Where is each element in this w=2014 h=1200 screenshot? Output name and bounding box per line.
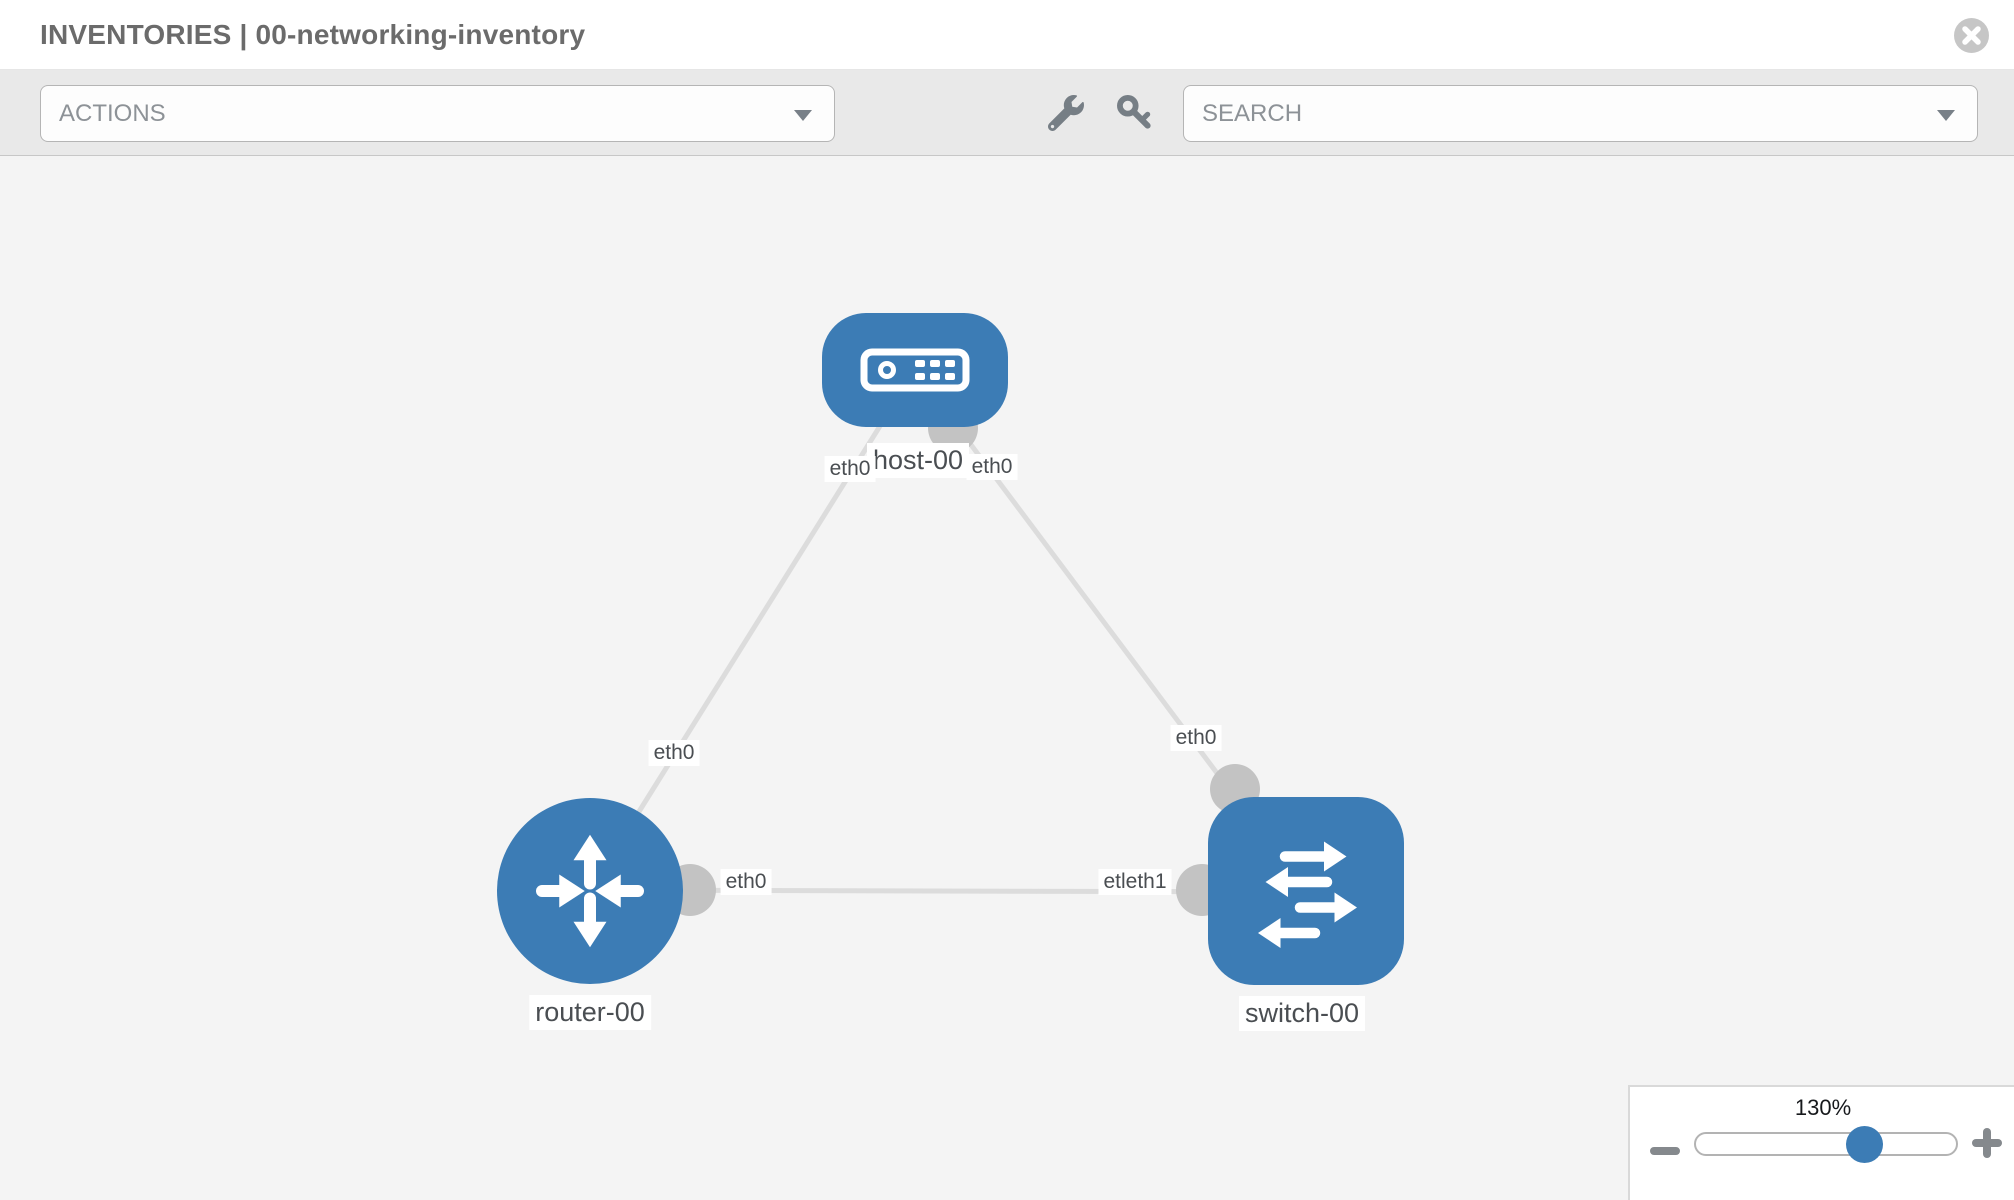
host-icon [860,348,970,392]
toolbar: ACTIONS SEARCH [0,70,2014,156]
zoom-slider-handle[interactable] [1846,1126,1883,1163]
zoom-level-value: 130% [1794,1095,1852,1120]
key-icon [1117,95,1151,129]
chevron-down-icon [794,110,812,121]
links-layer [587,368,1309,916]
interface-label-router-switch: eth0 [720,869,772,895]
page-title: INVENTORIES | 00-networking-inventory [40,19,586,50]
chevron-down-icon [1937,110,1955,121]
search-dropdown-label: SEARCH [1202,100,1303,127]
zoom-in-button[interactable] [1972,1127,2004,1159]
node-label-host: host-00 [866,443,970,478]
zoom-slider-track[interactable] [1694,1132,1958,1156]
node-label-switch: switch-00 [1238,996,1366,1031]
titlebar: INVENTORIES | 00-networking-inventory [0,0,2014,70]
router-icon [536,834,644,948]
node-host-00[interactable] [822,313,1008,427]
credentials-button[interactable] [1113,92,1157,136]
interface-label-router-host: eth0 [648,740,700,766]
actions-dropdown-label: ACTIONS [59,100,166,127]
interface-label-switch-top: eth0 [1170,725,1222,751]
wrench-icon [1047,94,1084,131]
actions-dropdown[interactable]: ACTIONS [40,85,835,142]
close-button[interactable] [1953,17,1990,54]
node-router-00[interactable] [497,798,683,984]
minus-icon [1650,1147,1680,1155]
interface-label-host-left: eth0 [824,456,876,482]
plus-icon [1972,1128,2002,1158]
node-switch-00[interactable] [1208,797,1404,985]
close-icon [1954,18,1989,53]
topology-canvas[interactable]: host-00 router-00 switch-00 eth0 eth0 et… [0,156,2014,1200]
interface-label-switch-left: etleth1 [1098,869,1172,895]
zoom-out-button[interactable] [1650,1129,1682,1161]
configure-button[interactable] [1046,94,1086,134]
switch-icon [1258,841,1357,948]
search-dropdown[interactable]: SEARCH [1183,85,1978,142]
node-label-router: router-00 [529,995,651,1030]
interface-label-host-right: eth0 [966,454,1018,480]
zoom-panel: 130% [1628,1085,2014,1200]
